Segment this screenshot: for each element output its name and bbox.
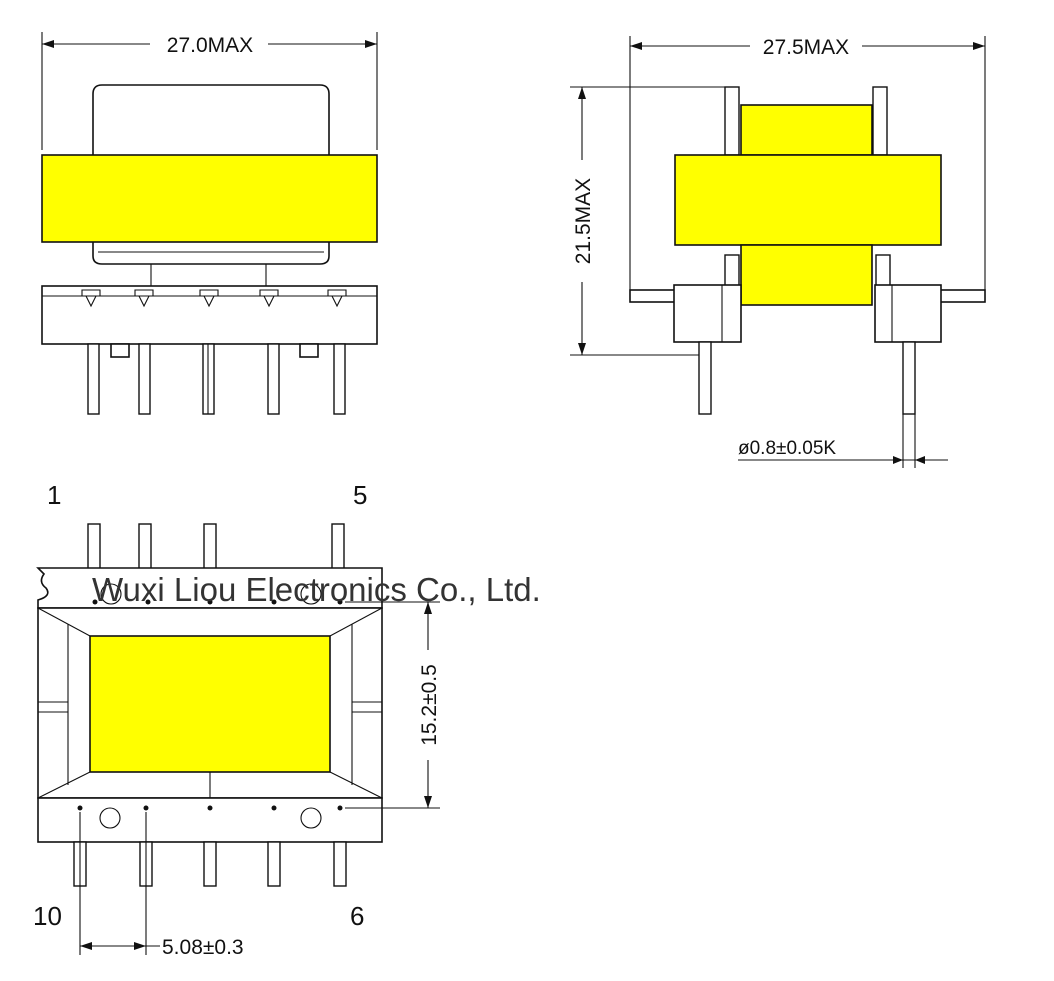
pin-pitch-dimension: 5.08±0.3 — [79, 812, 244, 959]
row-spacing-label: 15.2±0.5 — [418, 664, 441, 746]
side-width-dimension: 27.5MAX — [629, 36, 986, 300]
front-view: 27.0MAX — [41, 32, 378, 415]
bottom-top-strip — [36, 567, 383, 609]
front-core-band — [41, 154, 378, 243]
side-base-right — [874, 284, 942, 343]
bottom-view: 1 5 10 6 — [33, 480, 441, 959]
bottom-core-window — [89, 635, 331, 773]
side-height-label: 21.5MAX — [572, 178, 595, 264]
side-core-band — [674, 154, 942, 246]
bottom-bottom-strip — [37, 797, 383, 843]
front-core-top — [92, 84, 330, 155]
bottom-bottom-pins — [73, 841, 347, 887]
front-pins — [87, 343, 346, 415]
side-view: 27.5MAX 21.5MAX — [570, 36, 986, 468]
front-core-bottom — [92, 242, 330, 265]
pin-5-label: 5 — [353, 480, 367, 510]
watermark: Wuxi Liou Electronics Co., Ltd. — [92, 571, 541, 608]
pin-10-label: 10 — [33, 901, 62, 931]
front-pin-hooks — [81, 289, 347, 308]
pin-diameter-label: ø0.8±0.05K — [738, 438, 836, 459]
side-base-left — [673, 284, 742, 343]
side-height-dimension: 21.5MAX — [570, 86, 738, 356]
front-width-label: 27.0MAX — [167, 34, 253, 57]
side-width-label: 27.5MAX — [763, 36, 849, 59]
front-bobbin-base — [41, 285, 378, 345]
row-spacing-dimension: 15.2±0.5 — [345, 601, 441, 809]
front-width-dimension: 27.0MAX — [41, 32, 378, 150]
bottom-top-pins — [87, 523, 345, 575]
pin-6-label: 6 — [350, 901, 364, 931]
pin-1-label: 1 — [47, 480, 61, 510]
pin-diameter-dimension: ø0.8±0.05K — [738, 414, 948, 468]
pin-pitch-label: 5.08±0.3 — [162, 936, 244, 959]
